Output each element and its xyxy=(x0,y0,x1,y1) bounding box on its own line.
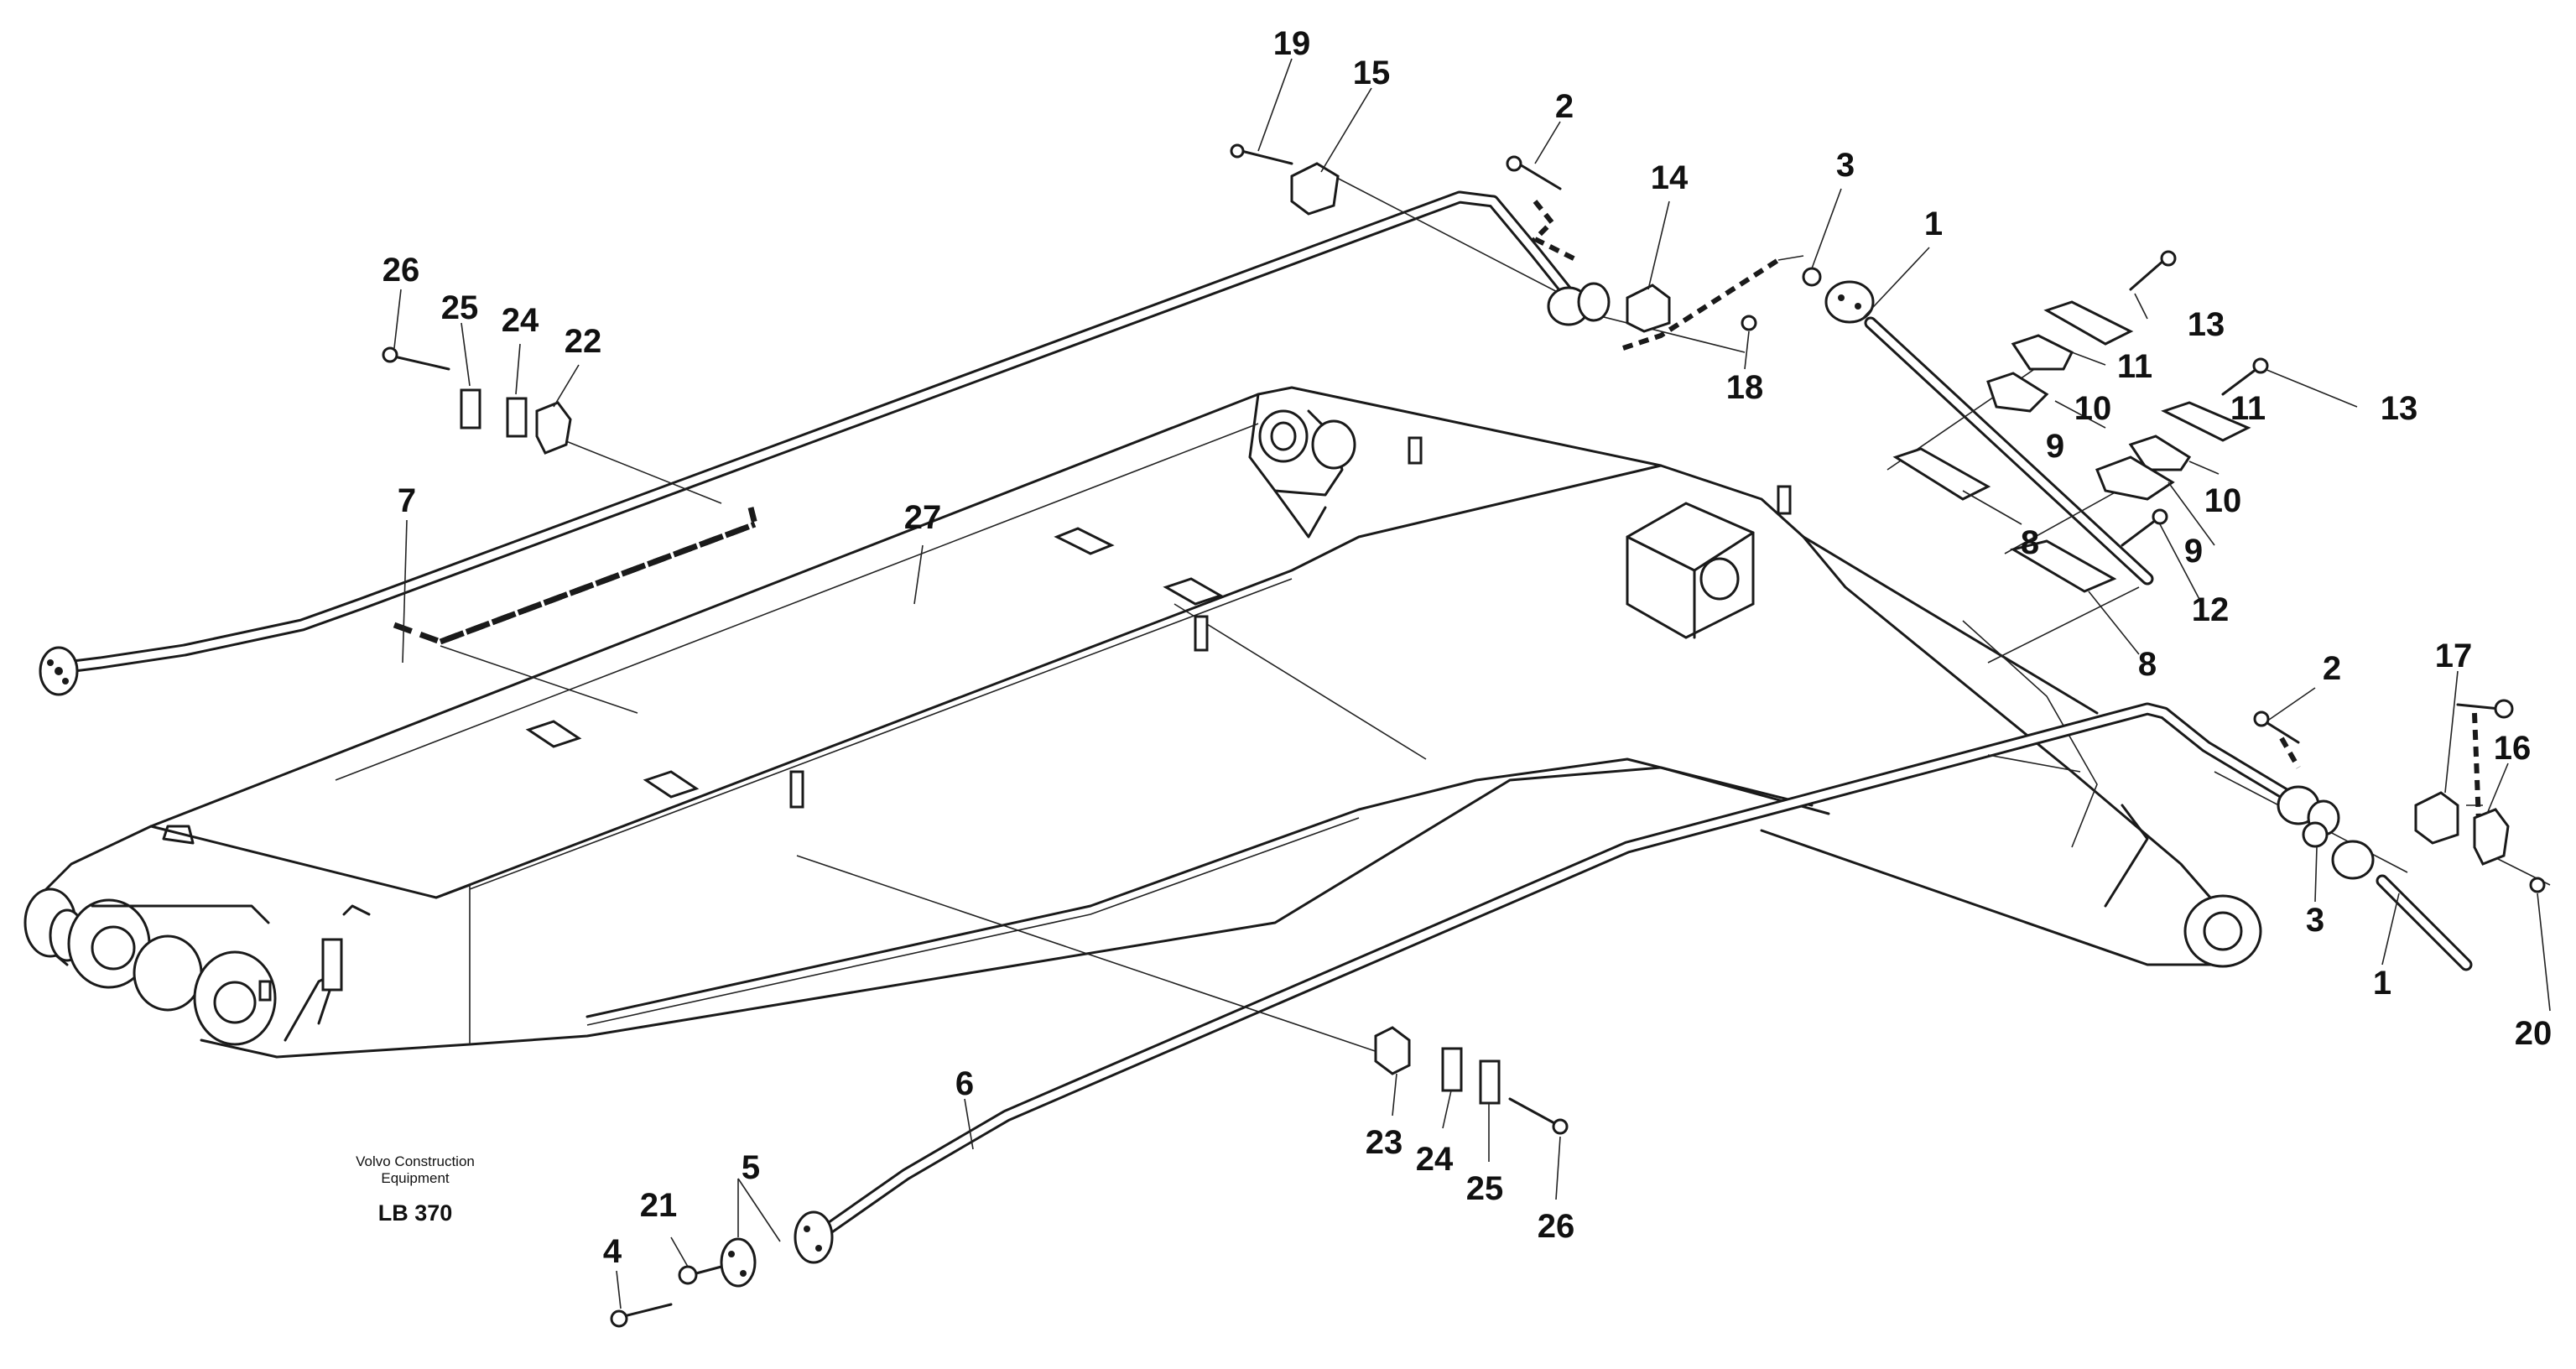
callout-26-upper: 26 xyxy=(382,252,420,289)
callout-17: 17 xyxy=(2435,638,2473,674)
callout-3-top: 3 xyxy=(1836,147,1855,184)
callout-6: 6 xyxy=(955,1065,974,1102)
callout-11-upper: 11 xyxy=(2117,348,2152,385)
small-parts xyxy=(382,143,2546,1328)
callout-10-upper: 10 xyxy=(2074,390,2112,427)
callout-8-lower: 8 xyxy=(2138,646,2157,683)
callout-25-lower: 25 xyxy=(1466,1170,1504,1207)
callout-13-lower: 13 xyxy=(2381,390,2418,427)
callout-18: 18 xyxy=(1726,369,1764,406)
callout-9-upper: 9 xyxy=(2046,428,2064,465)
callout-4: 4 xyxy=(603,1233,622,1270)
callout-19: 19 xyxy=(1273,25,1311,62)
callout-9-lower: 9 xyxy=(2184,533,2203,570)
caption-company-line1: Volvo Construction xyxy=(356,1153,475,1169)
callout-8-upper: 8 xyxy=(2021,524,2039,561)
callout-10-lower: 10 xyxy=(2204,482,2242,519)
callout-numbers: 19 15 2 14 3 1 18 13 13 11 11 10 10 9 9 … xyxy=(382,25,2553,1270)
callout-16: 16 xyxy=(2494,730,2532,767)
callout-2-top: 2 xyxy=(1555,88,1574,125)
caption-block: Volvo Construction Equipment LB 370 xyxy=(356,1153,475,1226)
callout-14: 14 xyxy=(1651,159,1689,196)
callout-26-lower: 26 xyxy=(1538,1208,1575,1245)
callout-25-upper: 25 xyxy=(441,289,479,326)
callout-24-upper: 24 xyxy=(502,302,539,339)
callout-1-lower: 1 xyxy=(2373,965,2391,1002)
callout-2-lower: 2 xyxy=(2323,650,2341,687)
callout-13-upper: 13 xyxy=(2188,306,2225,343)
callout-21: 21 xyxy=(640,1187,678,1224)
callout-15: 15 xyxy=(1353,55,1391,91)
callout-23: 23 xyxy=(1366,1124,1403,1161)
callout-24-lower: 24 xyxy=(1416,1141,1454,1178)
pipes xyxy=(39,190,2473,1264)
callout-3-lower: 3 xyxy=(2306,902,2324,939)
callout-22: 22 xyxy=(565,323,602,360)
callout-27: 27 xyxy=(904,499,942,536)
callout-5: 5 xyxy=(742,1149,760,1186)
boom-structure xyxy=(23,386,2262,1059)
callout-7: 7 xyxy=(398,482,416,519)
leader-lines xyxy=(393,58,2551,1309)
callout-12: 12 xyxy=(2192,591,2230,628)
callout-1-top: 1 xyxy=(1924,206,1943,242)
callout-20: 20 xyxy=(2515,1015,2553,1052)
callout-11-lower: 11 xyxy=(2230,390,2266,427)
caption-code: LB 370 xyxy=(378,1200,453,1226)
caption-company-line2: Equipment xyxy=(381,1170,450,1186)
